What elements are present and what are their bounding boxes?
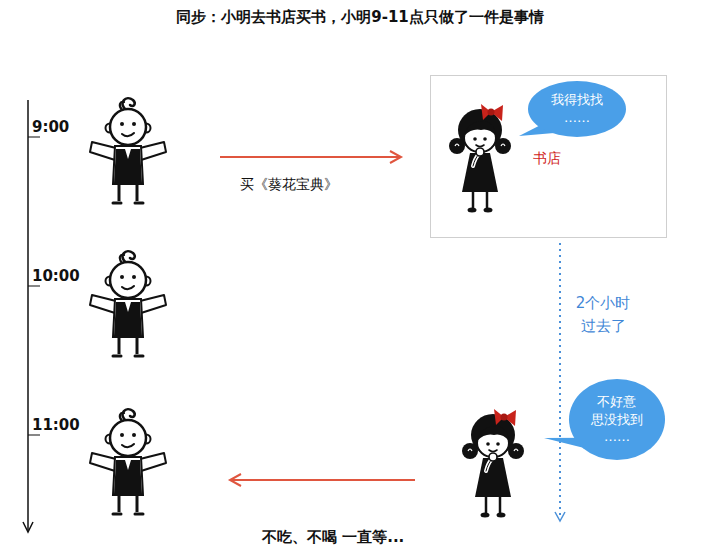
request-arrow bbox=[220, 156, 400, 158]
boy-figure bbox=[90, 409, 166, 514]
speech-text: 我得找找 …… bbox=[549, 91, 605, 126]
boy-figure bbox=[90, 98, 166, 203]
arrowhead bbox=[390, 151, 401, 163]
arrowhead bbox=[555, 512, 565, 521]
note-label: 2个小时 过去了 bbox=[570, 292, 636, 337]
axis-arrowhead bbox=[23, 522, 33, 532]
boy-figure bbox=[90, 251, 166, 356]
axis-tick bbox=[28, 137, 40, 435]
bubble-ellipse bbox=[528, 81, 626, 137]
time-label: 9:00 bbox=[32, 118, 69, 136]
bubble-text-block: 不好意 思没找到 …… bbox=[589, 393, 645, 446]
waiting-line bbox=[559, 243, 561, 518]
diagram-title: 同步：小明去书店买书，小明9-11点只做了一件是事情 bbox=[0, 8, 720, 27]
note-label: 不吃、不喝 一直等... bbox=[262, 528, 404, 547]
time-label: 11:00 bbox=[32, 416, 80, 434]
girl-figure bbox=[462, 409, 524, 518]
arrowhead bbox=[230, 474, 241, 486]
note-label: 买《葵花宝典》 bbox=[240, 176, 338, 194]
reply-arrow bbox=[231, 479, 415, 481]
girl-figure bbox=[449, 104, 511, 213]
bookstore-box: 书店 我得找找 …… bbox=[430, 75, 667, 238]
time-axis bbox=[27, 100, 29, 530]
speech-bubble: 我得找找 …… bbox=[527, 80, 627, 138]
bubble-text-block: 我得找找 …… bbox=[549, 91, 605, 126]
bubble-ellipse bbox=[569, 379, 665, 460]
time-label: 10:00 bbox=[32, 267, 80, 285]
speech-bubble: 不好意 思没找到 …… bbox=[568, 378, 666, 461]
bubble-shape bbox=[527, 80, 627, 138]
speech-text: 不好意 思没找到 …… bbox=[589, 393, 645, 446]
place-label: 书店 bbox=[533, 150, 561, 168]
